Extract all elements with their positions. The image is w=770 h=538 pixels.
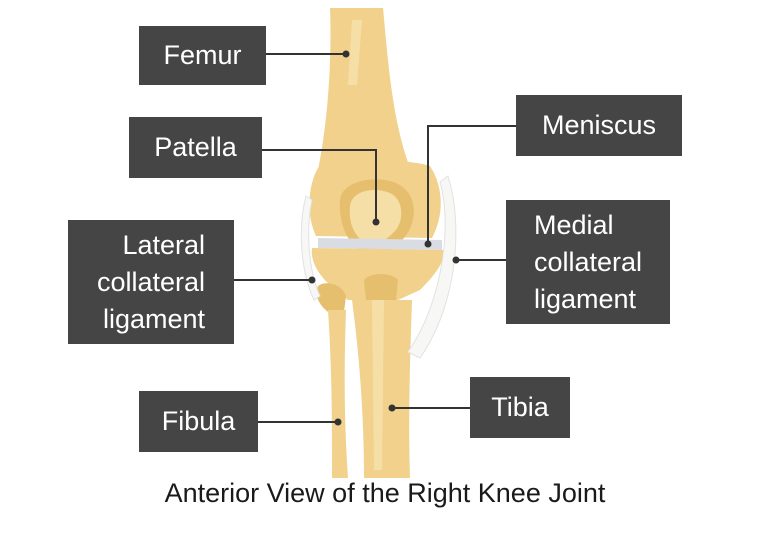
label-lateral-collateral-ligament-text: Lateral collateral ligament: [96, 229, 206, 334]
label-lateral-collateral-ligament: Lateral collateral ligament: [68, 220, 234, 344]
fibula-shaft: [328, 310, 348, 478]
lateral-collateral-ligament: [300, 195, 321, 301]
label-medial-collateral-ligament: Medial collateral ligament: [506, 200, 670, 324]
tibia-tuberosity: [364, 274, 398, 300]
label-fibula-text: Fibula: [161, 406, 236, 436]
leader-dot-femur: [342, 50, 350, 58]
leader-dot-patella: [372, 218, 380, 226]
femur-shaft: [318, 8, 410, 170]
leader-line-patella: [262, 149, 377, 222]
femur-highlight: [348, 20, 362, 85]
leader-dots: [308, 50, 460, 426]
label-tibia: Tibia: [470, 377, 570, 438]
fibula-head: [316, 283, 346, 312]
tibia-highlight: [372, 300, 384, 470]
leader-dot-fibula: [334, 418, 342, 426]
medial-collateral-ligament: [407, 175, 457, 359]
label-patella-text: Patella: [154, 132, 237, 162]
label-fibula: Fibula: [139, 391, 258, 452]
tibia-plateau: [311, 248, 445, 300]
leader-dot-meniscus: [424, 240, 432, 248]
diagram-caption: Anterior View of the Right Knee Joint: [164, 478, 606, 508]
leader-line-meniscus: [427, 125, 516, 244]
leader-dot-tibia: [388, 404, 396, 412]
label-meniscus: Meniscus: [516, 95, 682, 156]
leader-dot-medial-collateral: [452, 256, 460, 264]
leader-lines: [234, 53, 516, 423]
label-meniscus-text: Meniscus: [541, 110, 657, 140]
label-patella: Patella: [129, 117, 262, 178]
meniscus: [318, 238, 442, 250]
label-femur: Femur: [139, 26, 266, 85]
label-femur-text: Femur: [163, 40, 242, 70]
leader-dot-lateral-collateral: [308, 276, 316, 284]
label-medial-collateral-ligament-text: Medial collateral ligament: [533, 209, 643, 314]
label-tibia-text: Tibia: [491, 392, 549, 422]
